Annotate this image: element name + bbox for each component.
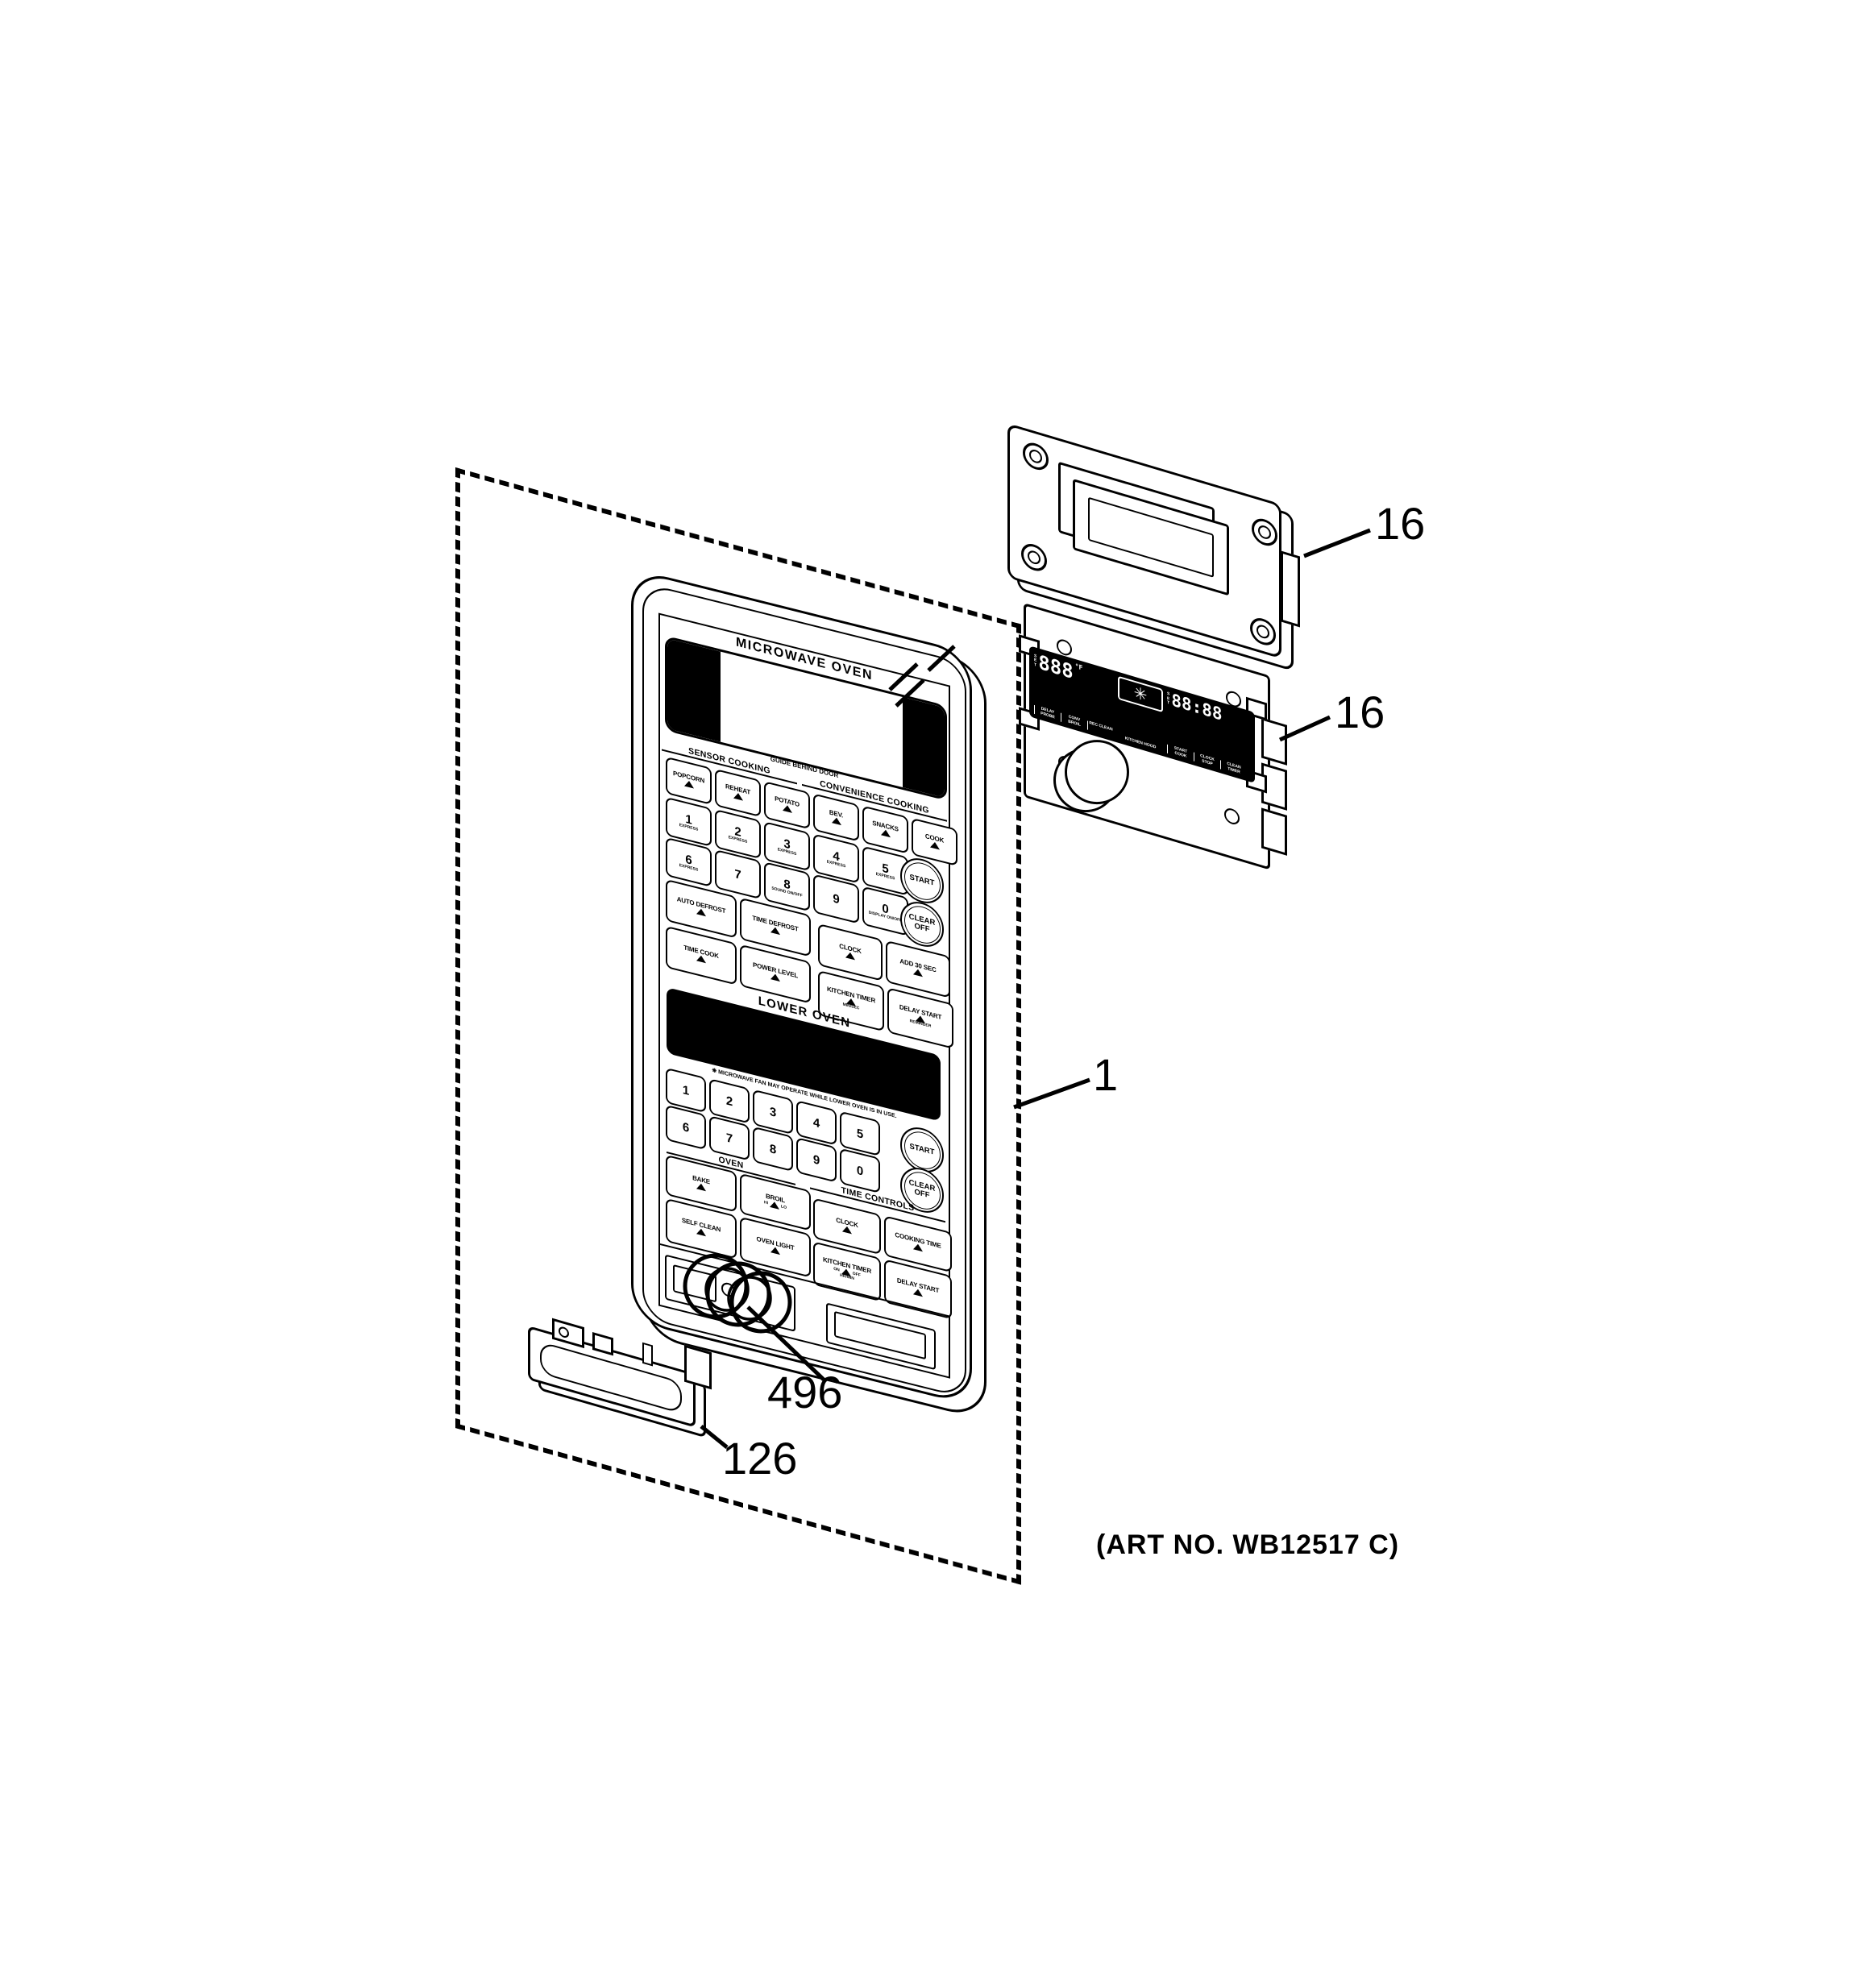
housing-connector [1281,550,1300,628]
callout-16-display-board: 16 [1335,687,1385,737]
lcd-label: CONV BROIL [1061,712,1087,730]
key-triangle-icon [831,816,841,826]
callout-16-display-housing: 16 [1375,498,1426,549]
lcd-set-right: S E T [1167,691,1170,706]
key-triangle-icon [782,803,792,813]
key-triangle-icon [696,1182,706,1192]
key-triangle-icon [880,828,891,838]
control-panel: MICROWAVE OVEN GUIDE BEHIND DOOR SENSOR … [631,568,986,1421]
key-triangle-icon [771,1246,780,1255]
lcd-label: DELAY PROBE [1034,704,1061,722]
key-triangle-icon [696,907,706,917]
buzzer-front [1065,740,1129,805]
mw-clear-off-button: CLEAR OFF [900,897,944,952]
lcd-fan-label: KITCHEN HOOD [1124,735,1157,750]
lcd-digits-left: 888 [1038,650,1074,684]
display-mask-left [667,638,721,742]
key-triangle-icon [733,791,743,801]
key-triangle-icon [771,926,780,936]
pcb-connector-tab [1261,807,1287,856]
display-mask-right [903,697,945,798]
pcb-hole [1224,806,1240,827]
fan-icon: ✳ [1118,675,1163,713]
lcd-label: START COOK [1167,744,1194,762]
key-triangle-icon [842,1225,852,1235]
lcd-label: CLOCK STOP [1194,752,1220,770]
bracket-end-tab [684,1344,712,1390]
callout-126-bracket: 126 [722,1433,798,1484]
key-triangle-icon [683,779,694,789]
bracket-tab [642,1342,653,1367]
housing-screw-hole [1023,439,1049,474]
key-triangle-icon [696,954,706,964]
callout-496-spring: 496 [767,1367,843,1417]
lcd-label: REC CLEAN [1087,720,1114,738]
housing-screw-hole [1021,541,1047,575]
lcd-label: CLEAN TIMER [1220,760,1247,778]
art-number: (ART NO. WB12517 C) [1096,1529,1400,1560]
lcd-set-left: S E T [1034,653,1037,668]
key-triangle-icon [770,1201,780,1210]
key-triangle-icon [913,1243,923,1252]
key-triangle-icon [696,1227,706,1237]
housing-screw-hole [1252,515,1277,550]
bracket-tab-hole [559,1325,569,1339]
key-triangle-icon [845,951,855,961]
lcd-fan-group: ✳ KITCHEN HOOD [1118,675,1163,753]
lcd-degree: °F [1074,662,1083,672]
panel-face: MICROWAVE OVEN GUIDE BEHIND DOOR SENSOR … [658,612,957,1379]
callout-1-panel: 1 [1093,1049,1119,1100]
key-triangle-icon [913,968,923,977]
key-triangle-icon [913,1288,923,1297]
lcd-digits-right: 88:88 [1171,690,1223,725]
key-triangle-icon [929,840,940,850]
pcb-connector-tab [1261,717,1287,766]
panel-bezel-outer: MICROWAVE OVEN GUIDE BEHIND DOOR SENSOR … [631,568,972,1406]
key-triangle-icon [771,973,780,982]
housing-screw-hole [1250,615,1276,649]
